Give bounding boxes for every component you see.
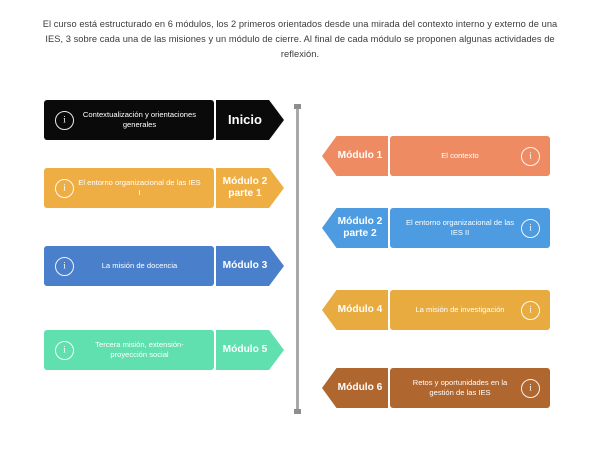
module-row-5[interactable]: i Tercera misión, extensión-proyección s… xyxy=(44,330,284,370)
module-tag[interactable]: Módulo 5 xyxy=(216,330,284,370)
module-tag[interactable]: Módulo 1 xyxy=(322,136,388,176)
module-tag[interactable]: Módulo 2 parte 1 xyxy=(216,168,284,208)
module-description: Tercera misión, extensión-proyección soc… xyxy=(95,340,184,359)
module-description: Contextualización y orientaciones genera… xyxy=(82,110,197,129)
module-bar[interactable]: i El entorno organizacional de las IES I xyxy=(44,168,214,208)
module-bar[interactable]: Retos y oportunidades en la gestión de l… xyxy=(390,368,550,408)
module-bar[interactable]: i Tercera misión, extensión-proyección s… xyxy=(44,330,214,370)
vertical-timeline xyxy=(294,104,301,414)
module-description: La misión de investigación xyxy=(415,305,505,314)
module-bar[interactable]: i Contextualización y orientaciones gene… xyxy=(44,100,214,140)
module-tag[interactable]: Módulo 2 parte 2 xyxy=(322,208,388,248)
module-description: El entorno organizacional de las IES I xyxy=(78,178,201,197)
module-tag[interactable]: Módulo 4 xyxy=(322,290,388,330)
module-tag[interactable]: Módulo 6 xyxy=(322,368,388,408)
module-row-3[interactable]: i La misión de docencia Módulo 3 xyxy=(44,246,284,286)
module-description: El entorno organizacional de las IES II xyxy=(405,218,515,237)
module-row-inicio[interactable]: i Contextualización y orientaciones gene… xyxy=(44,100,284,140)
module-row-4[interactable]: Módulo 4 La misión de investigación i xyxy=(322,290,550,330)
info-icon[interactable]: i xyxy=(521,378,540,398)
module-bar[interactable]: La misión de investigación i xyxy=(390,290,550,330)
module-row-2-parte-2[interactable]: Módulo 2 parte 2 El entorno organizacion… xyxy=(322,208,550,248)
info-icon[interactable]: i xyxy=(55,256,74,276)
module-row-6[interactable]: Módulo 6 Retos y oportunidades en la ges… xyxy=(322,368,550,408)
module-bar[interactable]: El entorno organizacional de las IES II … xyxy=(390,208,550,248)
info-icon[interactable]: i xyxy=(521,300,540,320)
timeline-cap-bottom xyxy=(294,409,301,414)
module-description: El contexto xyxy=(441,151,479,160)
info-icon[interactable]: i xyxy=(55,110,74,130)
info-icon[interactable]: i xyxy=(55,178,74,198)
module-tag[interactable]: Módulo 3 xyxy=(216,246,284,286)
module-row-2-parte-1[interactable]: i El entorno organizacional de las IES I… xyxy=(44,168,284,208)
module-bar[interactable]: El contexto i xyxy=(390,136,550,176)
module-tag[interactable]: Inicio xyxy=(216,100,284,140)
info-icon[interactable]: i xyxy=(521,218,540,238)
info-icon[interactable]: i xyxy=(521,146,540,166)
module-bar[interactable]: i La misión de docencia xyxy=(44,246,214,286)
module-description: Retos y oportunidades en la gestión de l… xyxy=(412,378,508,397)
module-description: La misión de docencia xyxy=(101,261,178,270)
module-row-1[interactable]: Módulo 1 El contexto i xyxy=(322,136,550,176)
info-icon[interactable]: i xyxy=(55,340,74,360)
intro-paragraph: El curso está estructurado en 6 módulos,… xyxy=(42,19,558,60)
timeline-cap-top xyxy=(294,104,301,109)
